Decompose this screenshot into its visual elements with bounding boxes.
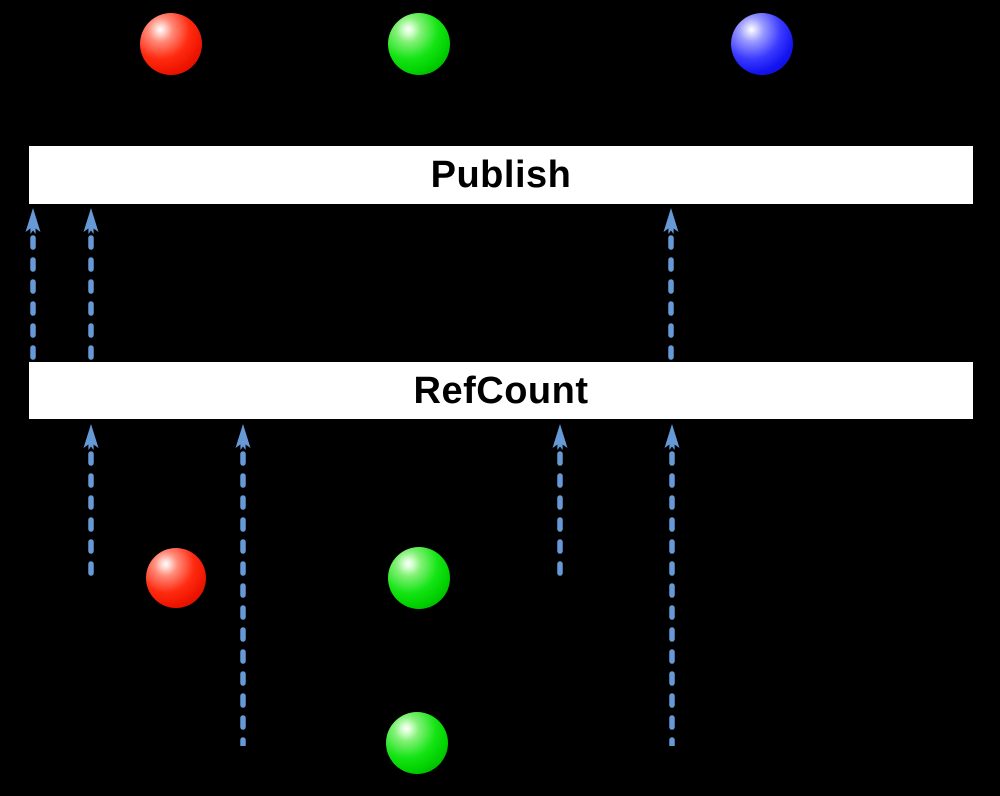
subscription-arrow-refcount-to-publish-3 — [662, 208, 680, 360]
marble-bottom-green-1[interactable] — [388, 547, 450, 609]
subscription-arrow-source-to-refcount-3 — [551, 424, 569, 580]
refcount-operator-label: RefCount — [413, 369, 589, 412]
refcount-operator-bar[interactable]: RefCount — [29, 362, 973, 419]
marble-bottom-red[interactable] — [146, 548, 206, 608]
marble-top-red[interactable] — [140, 13, 202, 75]
marble-top-blue[interactable] — [731, 13, 793, 75]
marble-bottom-green-2[interactable] — [386, 712, 448, 774]
subscription-arrow-source-to-refcount-1 — [82, 424, 100, 580]
marble-top-green[interactable] — [388, 13, 450, 75]
publish-operator-bar[interactable]: Publish — [29, 146, 973, 204]
subscription-arrow-source-to-refcount-4 — [663, 424, 681, 746]
subscription-arrow-refcount-to-publish-1 — [24, 208, 42, 360]
subscription-arrow-source-to-refcount-2 — [234, 424, 252, 746]
subscription-arrow-refcount-to-publish-2 — [82, 208, 100, 360]
publish-operator-label: Publish — [430, 154, 572, 196]
